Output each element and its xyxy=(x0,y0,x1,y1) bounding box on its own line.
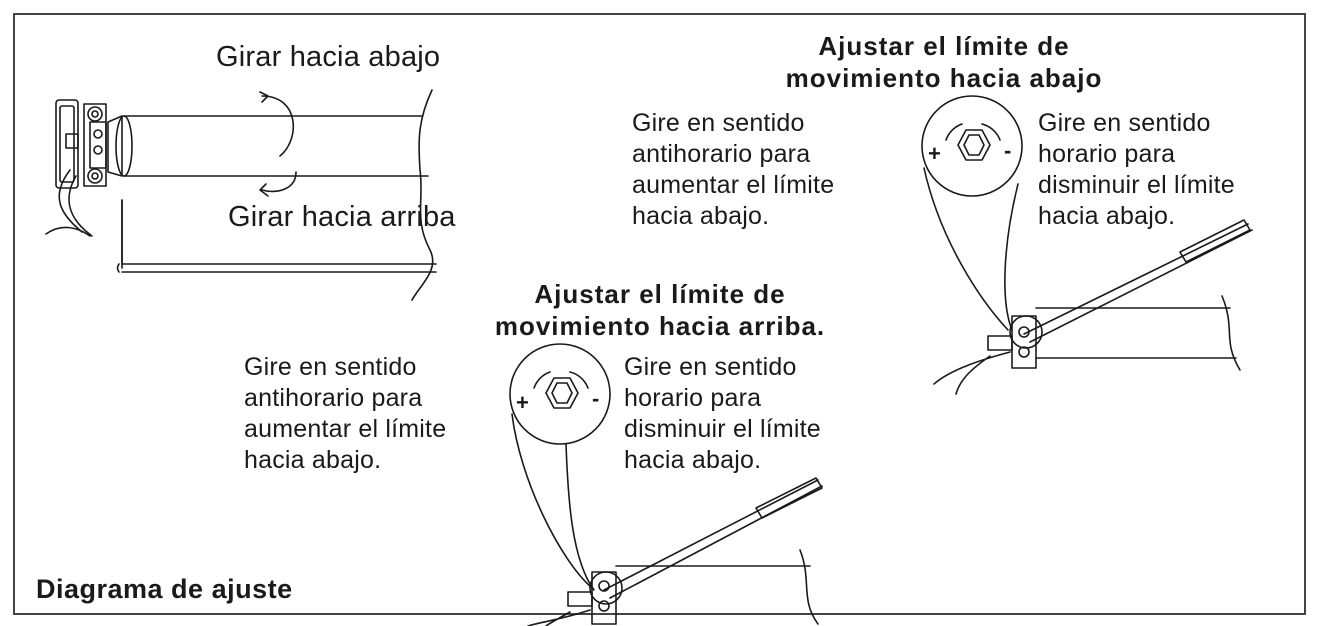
upper-limit-clockwise-text: Gire en sentido horario para disminuir e… xyxy=(624,353,821,474)
lower-limit-clockwise-text: Gire en sentido horario para disminuir e… xyxy=(1038,109,1235,230)
magnifier-lower xyxy=(921,95,1023,197)
motor-head xyxy=(107,115,123,177)
blind-fabric xyxy=(121,199,437,273)
lower-limit-counterclockwise-text: Gire en sentido antihorario para aumenta… xyxy=(632,109,835,230)
motor-upper-limit xyxy=(509,343,823,626)
roller-blind-overview xyxy=(45,89,437,301)
roller-tube xyxy=(123,115,429,177)
magnifier-upper xyxy=(509,343,611,445)
rotate-down-label: Girar hacia abajo xyxy=(216,41,441,73)
plus-sign-lower: + xyxy=(928,141,941,166)
mounting-plate xyxy=(83,103,107,187)
upper-limit-title: Ajustar el límite de movimiento hacia ar… xyxy=(494,279,826,341)
minus-sign-upper: - xyxy=(592,386,600,411)
rotation-arrow-up xyxy=(261,171,297,193)
diagram-caption: Diagrama de ajuste xyxy=(36,574,293,604)
upper-limit-counterclockwise-text: Gire en sentido antihorario para aumenta… xyxy=(244,353,447,474)
diagram-frame xyxy=(13,13,1306,615)
plus-sign-upper: + xyxy=(516,390,529,415)
motor-lower-limit xyxy=(921,95,1253,395)
lower-limit-title: Ajustar el límite de movimiento hacia ab… xyxy=(785,31,1103,93)
rotate-up-label: Girar hacia arriba xyxy=(228,201,456,233)
rotation-arrow-down xyxy=(261,95,294,157)
screwdriver-lower xyxy=(1023,223,1253,343)
minus-sign-lower: - xyxy=(1004,138,1012,163)
screwdriver-upper xyxy=(603,479,823,599)
motor-cable xyxy=(58,169,93,237)
